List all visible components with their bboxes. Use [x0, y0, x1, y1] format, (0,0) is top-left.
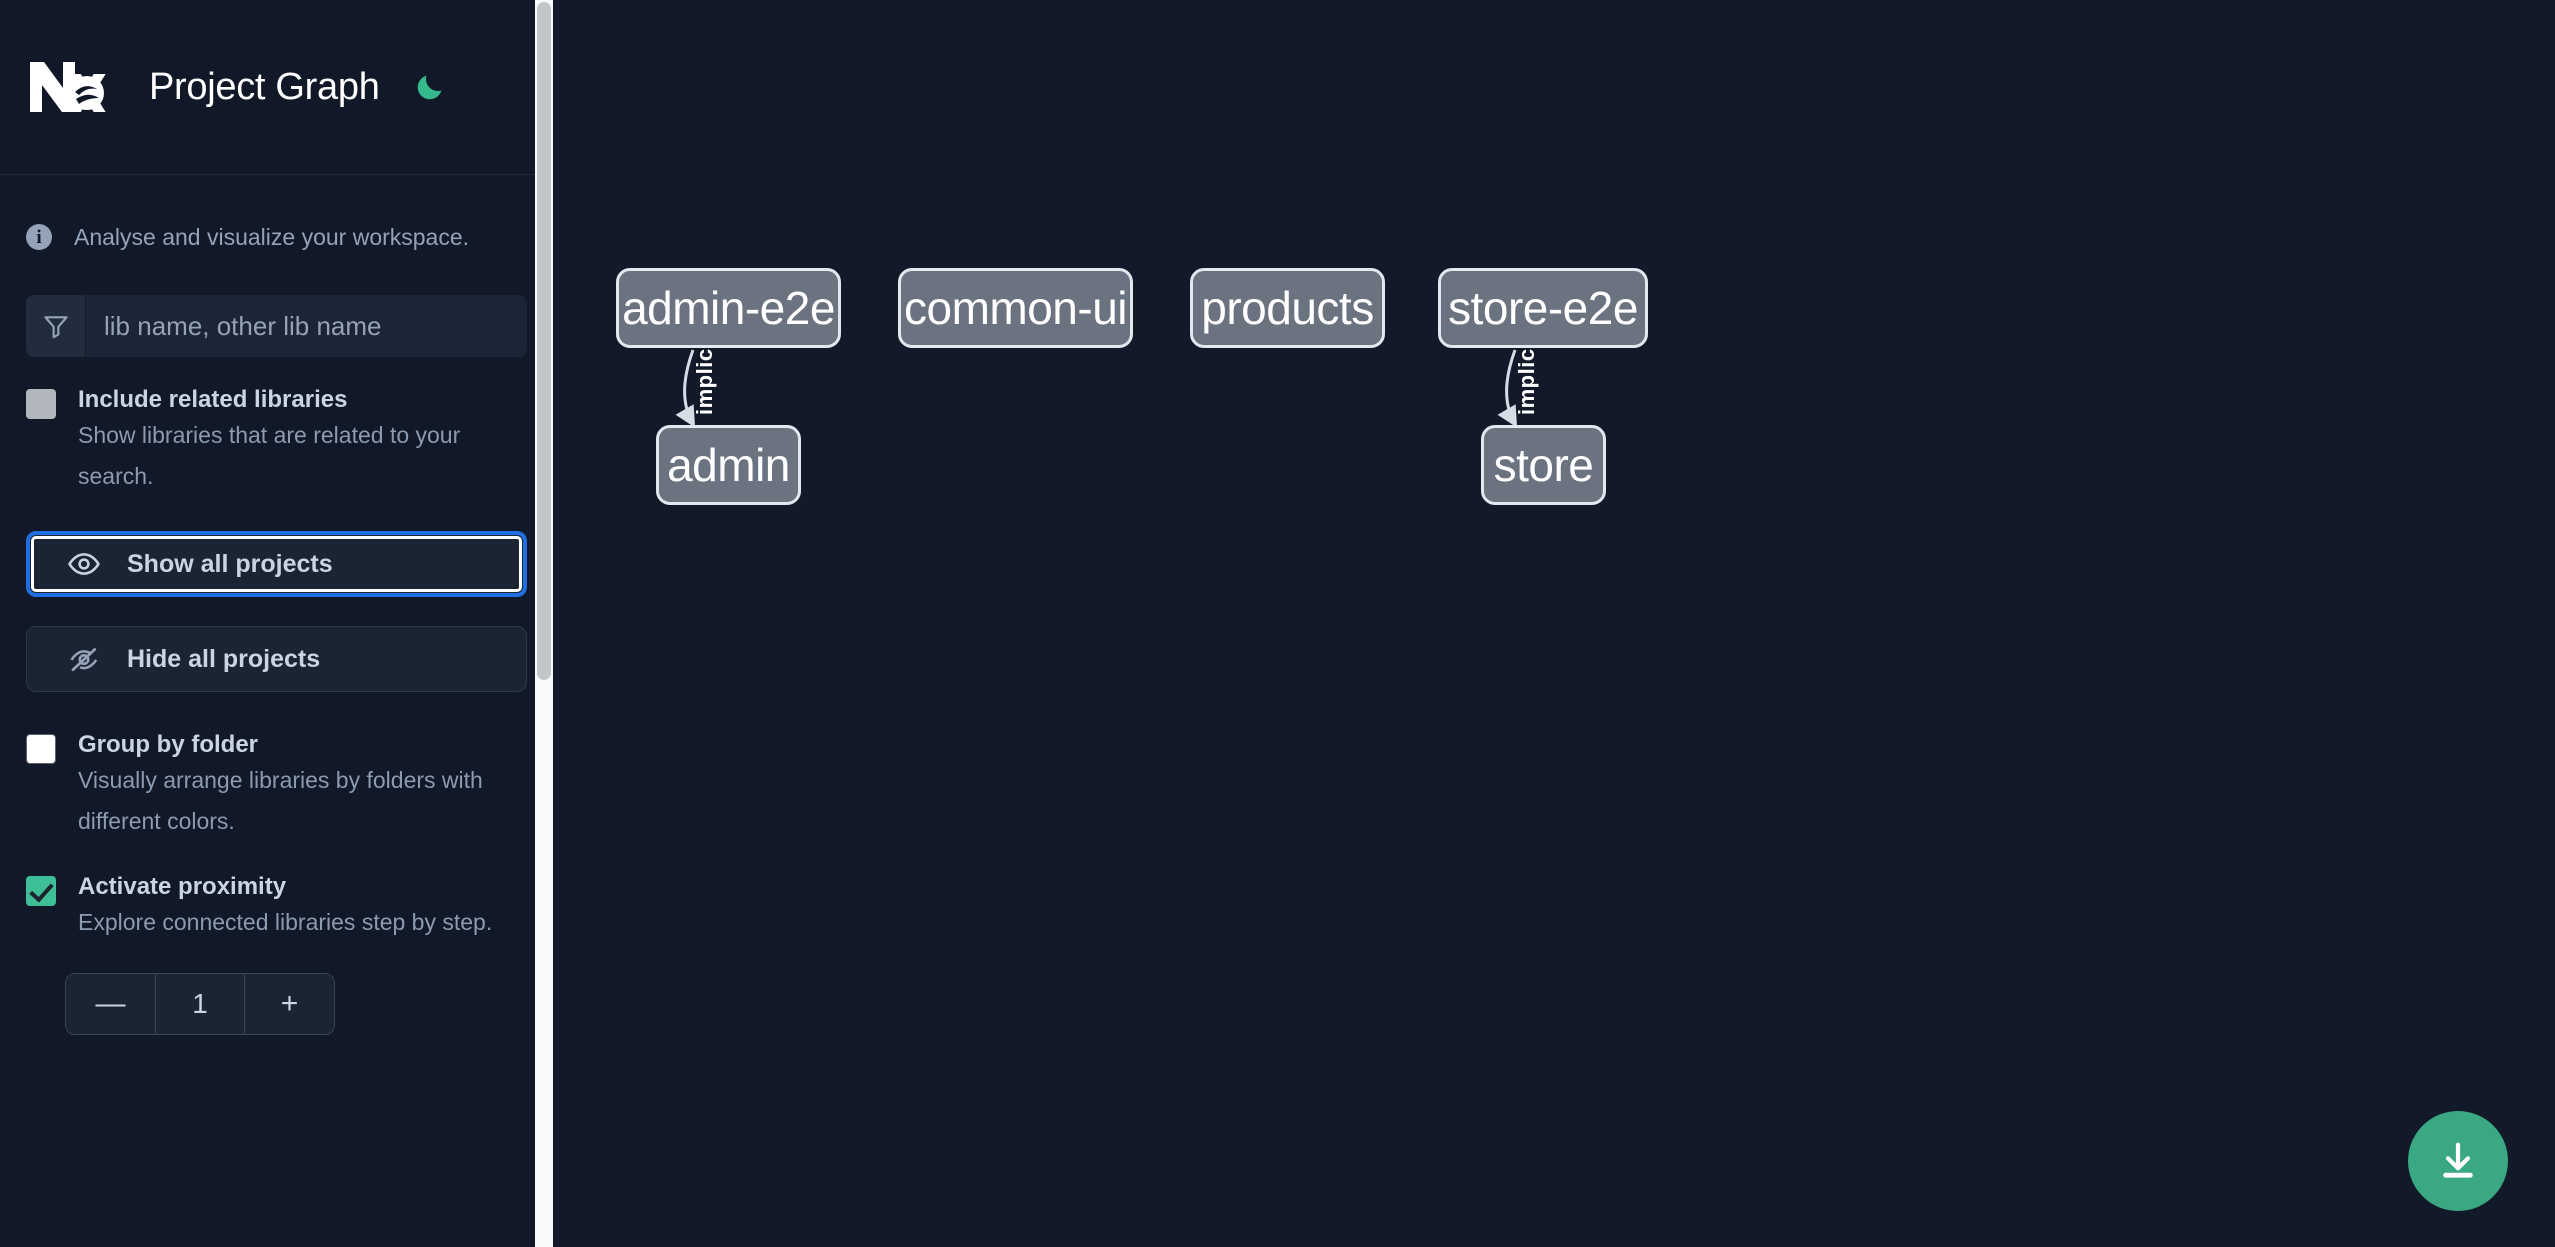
option-description: Explore connected libraries step by step…: [78, 909, 493, 935]
filter-funnel-icon: [26, 295, 86, 357]
moon-icon: [417, 75, 441, 100]
proximity-stepper[interactable]: — 1 +: [65, 973, 335, 1035]
sidebar-header: Project Graph: [0, 0, 553, 175]
stepper-value: 1: [156, 974, 244, 1034]
option-label: Include related libraries: [78, 386, 348, 413]
hide-all-projects-label: Hide all projects: [127, 644, 321, 673]
page-title: Project Graph: [149, 65, 380, 108]
sidebar-scrollbar-thumb[interactable]: [537, 2, 551, 680]
stepper-decrement-button[interactable]: —: [66, 974, 156, 1034]
option-description: Visually arrange libraries by folders wi…: [78, 767, 483, 834]
download-icon: [2443, 1142, 2473, 1178]
graph-node-store[interactable]: store: [1481, 425, 1606, 505]
eye-off-icon: [70, 648, 98, 672]
option-group-by-folder[interactable]: Group by folder Visually arrange librari…: [0, 730, 553, 842]
search-field[interactable]: [26, 295, 527, 357]
checkbox-activate-proximity[interactable]: [26, 876, 56, 906]
checkbox-group-by-folder[interactable]: [26, 734, 56, 764]
graph-node-common-ui[interactable]: common-ui: [898, 268, 1133, 348]
sidebar-info: i Analyse and visualize your workspace.: [0, 197, 553, 277]
option-activate-proximity[interactable]: Activate proximity Explore connected lib…: [0, 872, 553, 943]
sidebar: Project Graph i Analyse and visualize yo…: [0, 0, 553, 1247]
nx-logo: [30, 62, 106, 112]
graph-node-store-e2e[interactable]: store-e2e: [1438, 268, 1648, 348]
info-icon: i: [26, 224, 52, 250]
graph-canvas[interactable]: implicit implicit admin-e2e admin common…: [553, 0, 2555, 1247]
show-all-projects-label: Show all projects: [127, 549, 333, 578]
search-input[interactable]: [86, 295, 527, 357]
graph-edges: [675, 349, 1518, 428]
option-include-related-libraries[interactable]: Include related libraries Show libraries…: [0, 385, 553, 497]
sidebar-info-text: Analyse and visualize your workspace.: [74, 223, 470, 250]
graph-node-admin[interactable]: admin: [656, 425, 801, 505]
stepper-increment-button[interactable]: +: [244, 974, 334, 1034]
download-button[interactable]: [2408, 1111, 2508, 1211]
option-label: Group by folder: [78, 731, 258, 758]
hide-all-projects-button[interactable]: Hide all projects: [26, 626, 527, 692]
sidebar-scrollbar-track[interactable]: [535, 0, 553, 1247]
graph-node-admin-e2e[interactable]: admin-e2e: [616, 268, 841, 348]
option-label: Activate proximity: [78, 873, 287, 900]
show-all-projects-button[interactable]: Show all projects: [26, 531, 527, 597]
checkbox-include-related-libraries[interactable]: [26, 389, 56, 419]
theme-toggle-button[interactable]: [410, 67, 450, 107]
option-description: Show libraries that are related to your …: [78, 422, 461, 489]
eye-icon: [68, 553, 100, 575]
graph-node-products[interactable]: products: [1190, 268, 1385, 348]
